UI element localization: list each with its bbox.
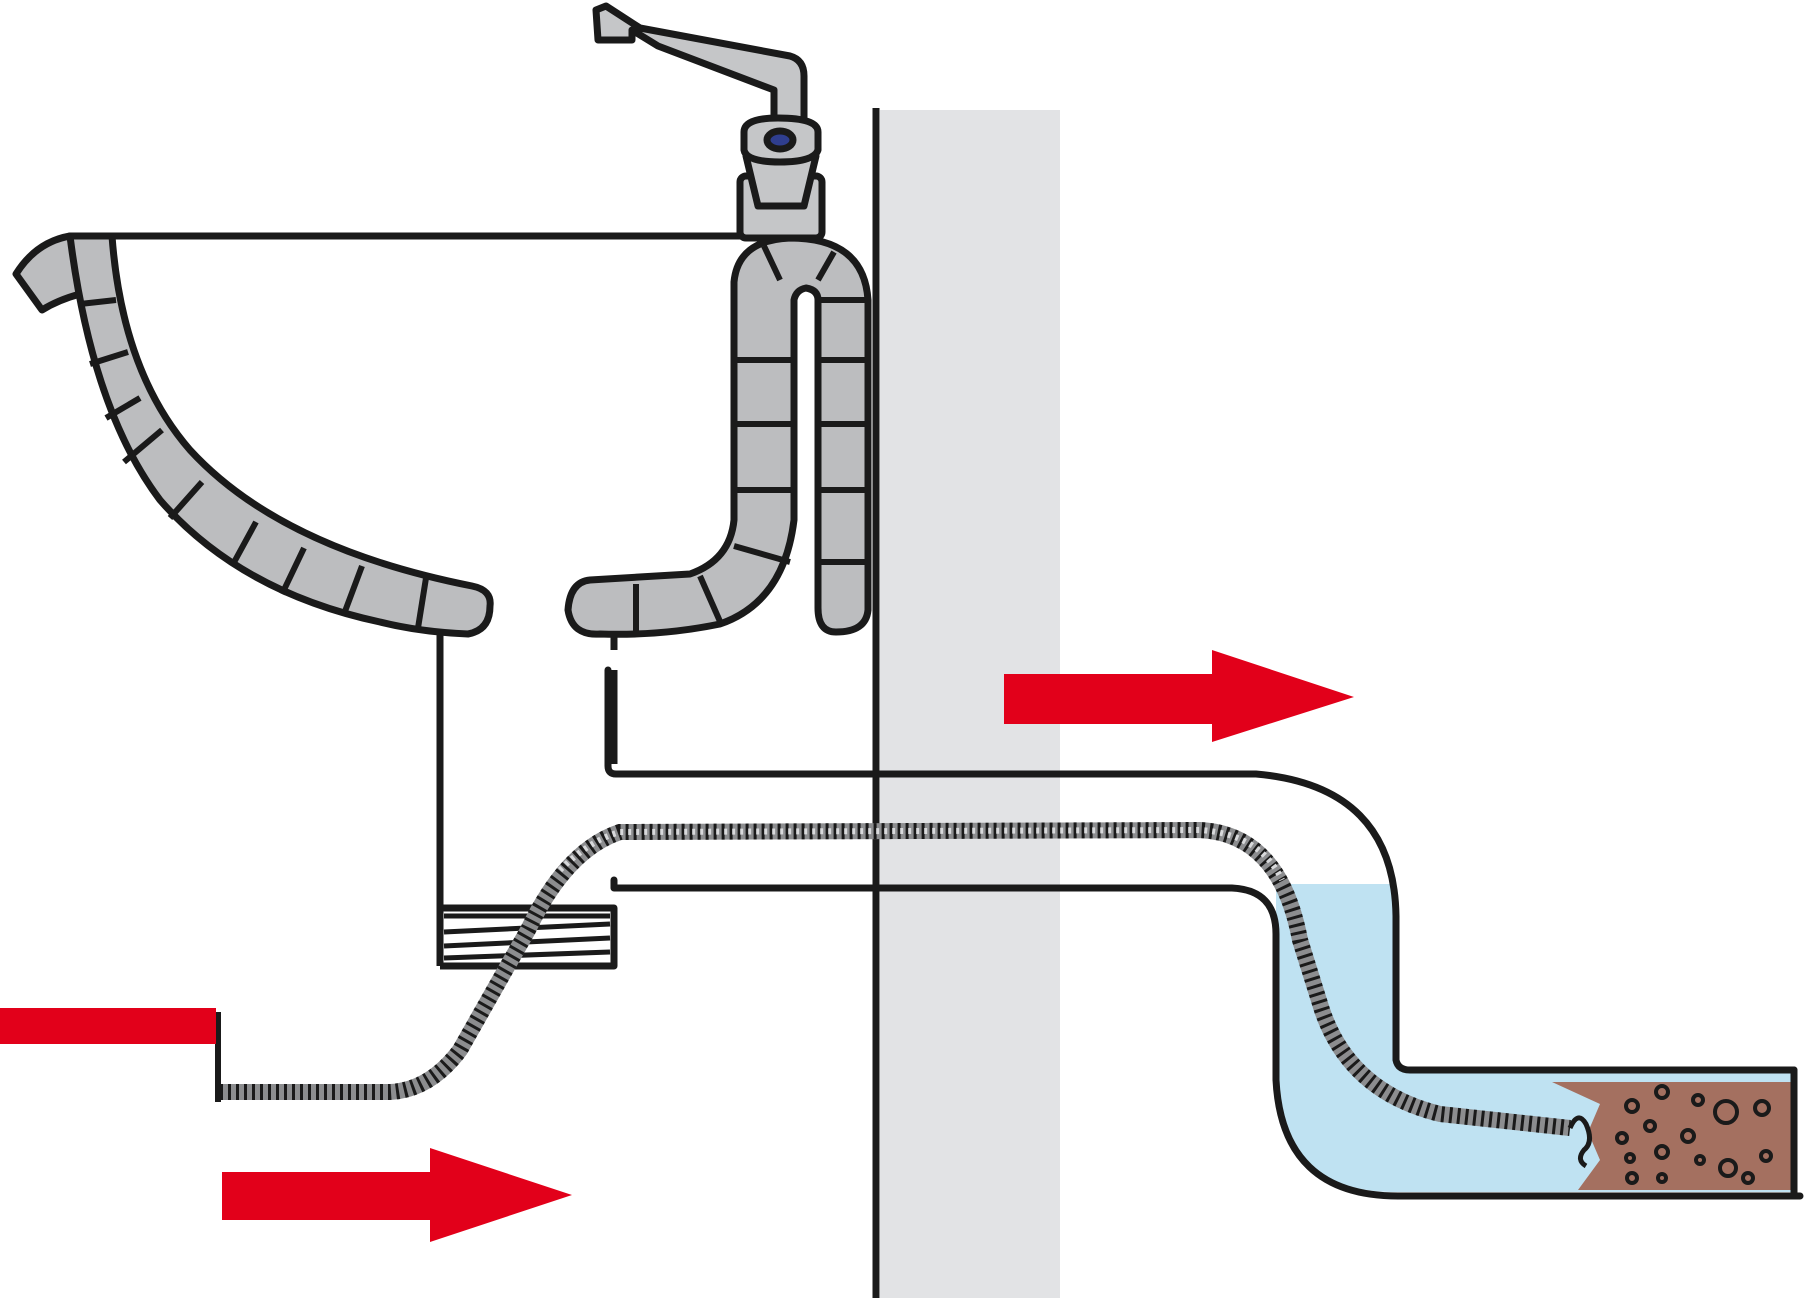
direction-arrows	[0, 650, 1354, 1242]
spiral-handle-bar	[0, 1008, 216, 1044]
sink-basin-wall	[66, 232, 494, 638]
sink-right-segments	[633, 244, 868, 632]
direction-arrow-icon	[222, 1148, 572, 1242]
sink-basin-segments	[79, 297, 429, 629]
sink-left-rim	[12, 232, 84, 314]
spiral-tip-coil	[1567, 1115, 1592, 1169]
pipe-clog	[1552, 1082, 1792, 1190]
clog-particles	[1615, 1084, 1773, 1185]
trap-nut	[440, 904, 618, 970]
faucet-button-icon	[763, 127, 797, 153]
drain-pipe	[604, 666, 1804, 1200]
spiral-path-coils	[220, 821, 1571, 1136]
faucet-spout	[592, 2, 808, 134]
sink-bowl	[12, 232, 872, 638]
faucet-icon[interactable]	[592, 2, 826, 242]
pipe-top-wall	[604, 672, 1798, 1074]
direction-arrow-icon	[1004, 650, 1354, 742]
sink-right-basin	[564, 234, 872, 638]
drain-spiral-cable	[215, 821, 1592, 1169]
pipe-bottom-wall	[610, 876, 1804, 1200]
